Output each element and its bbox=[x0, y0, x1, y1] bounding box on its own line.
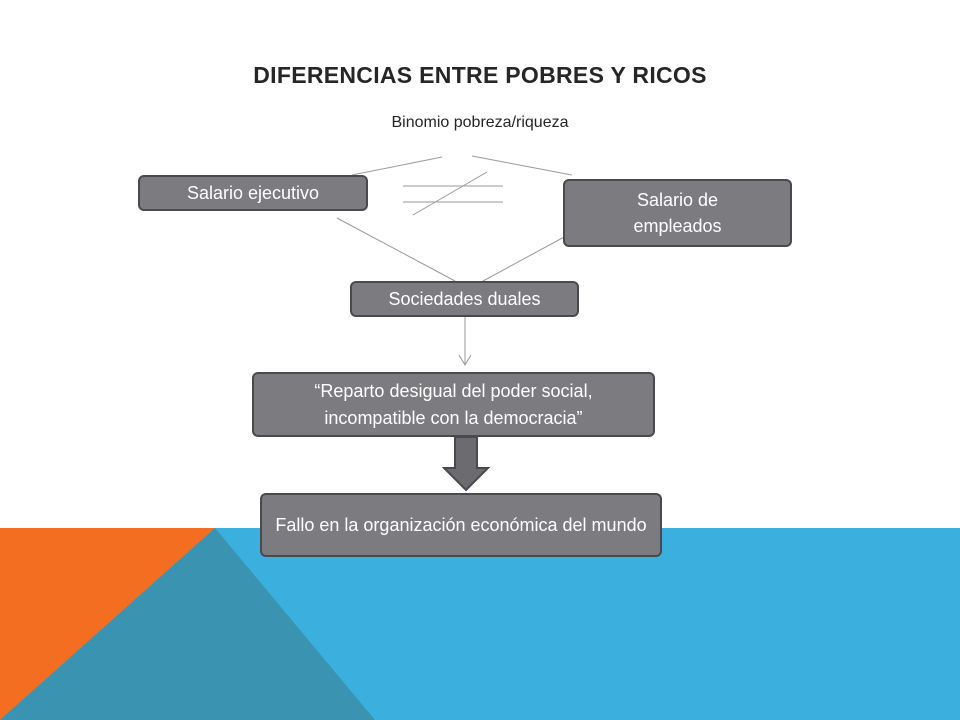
node-salario-ejecutivo-label: Salario ejecutivo bbox=[186, 182, 320, 203]
node-fallo-organizacion-label: Fallo en la organización económica del m… bbox=[275, 514, 647, 535]
node-sociedades-duales: Sociedades duales bbox=[350, 281, 579, 317]
connector-empleados-sociedades bbox=[482, 235, 567, 282]
node-fallo-organizacion: Fallo en la organización económica del m… bbox=[260, 493, 662, 557]
node-sociedades-duales-label: Sociedades duales bbox=[388, 288, 541, 309]
node-salario-empleados: Salario de empleados bbox=[563, 179, 792, 247]
connector-subtitle-left bbox=[351, 156, 443, 176]
slide-subtitle: Binomio pobreza/riqueza bbox=[391, 114, 569, 131]
not-equal-slash bbox=[412, 171, 488, 216]
block-arrow-down bbox=[441, 436, 491, 492]
connector-subtitle-right bbox=[471, 155, 573, 176]
node-salario-empleados-label: Salario de empleados bbox=[633, 189, 722, 236]
arrow-sociedades-reparto-head bbox=[458, 354, 472, 366]
node-reparto-desigual: “Reparto desigual del poder social, inco… bbox=[252, 372, 655, 437]
connector-ejecutivo-sociedades bbox=[336, 217, 456, 282]
node-reparto-desigual-label: “Reparto desigual del poder social, inco… bbox=[314, 381, 593, 428]
slide-title: DIFERENCIAS ENTRE POBRES Y RICOS bbox=[253, 62, 707, 88]
node-salario-ejecutivo: Salario ejecutivo bbox=[138, 175, 368, 211]
teal-triangle bbox=[0, 528, 375, 720]
